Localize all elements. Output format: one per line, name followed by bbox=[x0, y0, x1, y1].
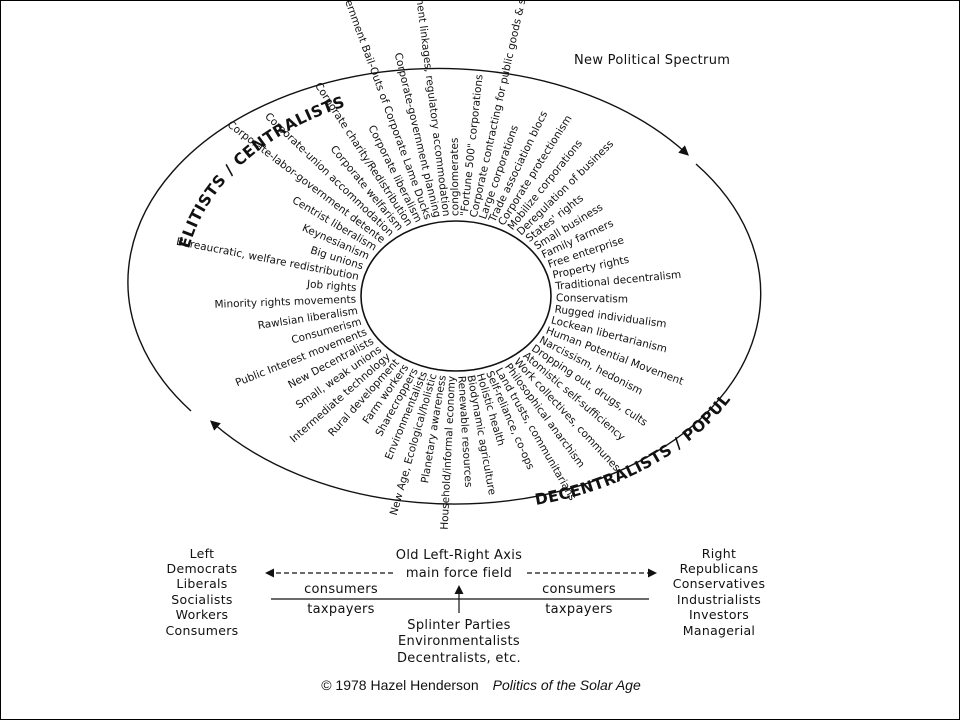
right-item: Republicans bbox=[680, 561, 759, 576]
left-item: Democrats bbox=[167, 561, 238, 576]
left-item: Workers bbox=[176, 607, 229, 622]
right-item: Investors bbox=[689, 607, 749, 622]
left-item: Liberals bbox=[176, 576, 227, 591]
spoke-label: Job rights bbox=[306, 278, 357, 294]
axis-left-above: consumers bbox=[304, 582, 378, 597]
spoke-label: Minority rights movements bbox=[214, 294, 356, 311]
right-item: Right bbox=[702, 546, 736, 561]
left-item: Socialists bbox=[171, 592, 232, 607]
right-column: Right Republicans Conservatives Industri… bbox=[673, 546, 766, 638]
copyright-text: © 1978 Hazel Henderson bbox=[321, 677, 479, 693]
left-column: Left Democrats Liberals Socialists Worke… bbox=[166, 546, 239, 638]
left-item: Consumers bbox=[166, 623, 239, 638]
spoke-label: Conservatism bbox=[556, 292, 628, 306]
outer-arc-top bbox=[127, 67, 689, 412]
right-item: Conservatives bbox=[673, 576, 766, 591]
copyright-caption: © 1978 Hazel Henderson Politics of the So… bbox=[1, 677, 960, 693]
inner-ellipse bbox=[360, 220, 552, 372]
outer-arc-bottom bbox=[209, 163, 762, 505]
right-item: Industrialists bbox=[677, 592, 761, 607]
axis-center-line-1: Splinter Parties bbox=[407, 618, 510, 633]
left-item: Left bbox=[190, 546, 215, 561]
spoke-label: conglomerates bbox=[449, 138, 462, 216]
axis-subtitle: main force field bbox=[406, 566, 512, 581]
axis-right-above: consumers bbox=[542, 582, 616, 597]
axis-left-below: taxpayers bbox=[307, 602, 374, 617]
axis-title: Old Left-Right Axis bbox=[396, 548, 522, 563]
diagram-title: New Political Spectrum bbox=[574, 53, 730, 68]
axis-right-below: taxpayers bbox=[545, 602, 612, 617]
axis-center-line-3: Decentralists, etc. bbox=[397, 651, 521, 666]
book-title: Politics of the Solar Age bbox=[492, 677, 641, 693]
axis-center-line-2: Environmentalists bbox=[398, 634, 520, 649]
right-item: Managerial bbox=[683, 623, 755, 638]
